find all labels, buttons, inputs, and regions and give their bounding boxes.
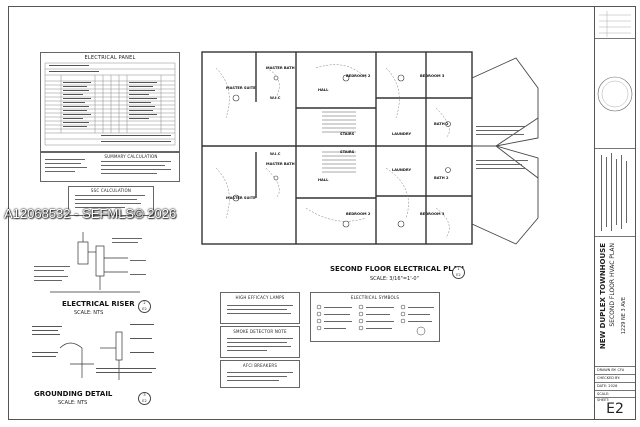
room-stairs-bottom: STAIRS: [340, 150, 355, 154]
ssc-calculation-box: SSC CALCULATION: [68, 186, 154, 216]
plan-detail-bubble: 1 E2: [452, 266, 465, 279]
room-master-suite-bottom: MASTER SUITE: [226, 196, 256, 200]
room-wic-top: W.I.C: [270, 96, 281, 100]
smoke-detector-title: SMOKE DETECTOR NOTE: [233, 329, 287, 334]
electrical-panel-title: ELECTRICAL PANEL: [84, 55, 136, 61]
electrical-symbols-box: ELECTRICAL SYMBOLS: [310, 292, 440, 342]
ssc-lines: [75, 195, 145, 208]
electrical-riser-scale: SCALE: NTS: [74, 310, 104, 316]
project-address: 1229 NE 3 AVE: [621, 297, 627, 335]
summary-calculation-box: SUMMARY CALCULATION: [40, 152, 180, 182]
plan-detail-number: 1: [457, 267, 460, 271]
sheet-field: SHEET: E2: [595, 398, 635, 419]
grounding-detail-scale: SCALE: NTS: [58, 400, 88, 406]
panel-grid: [44, 62, 176, 146]
sheet-description: SECOND FLOOR HVAC PLAN: [609, 243, 616, 327]
scale-field: SCALE:: [595, 391, 635, 398]
project-name: NEW DUPLEX TOWNHOUSE: [599, 243, 607, 350]
room-laundry-top: LAUNDRY: [392, 132, 412, 136]
drawn-by-text: DRAWN BY: CFA: [597, 368, 625, 372]
electrical-riser-title: ELECTRICAL RISER: [62, 300, 135, 308]
room-bedroom2-bottom: BEDROOM 2: [346, 212, 371, 216]
room-master-bath-bottom: MASTER BATH: [266, 162, 295, 166]
revision-grid: [599, 11, 631, 37]
grounding-detail-drawing: [32, 324, 156, 380]
plan-notes: [476, 126, 528, 169]
consultant-info: [595, 149, 635, 237]
room-stairs-top: STAIRS: [340, 132, 355, 136]
electrical-panel-schedule: ELECTRICAL PANEL: [40, 52, 180, 152]
plan-title: SECOND FLOOR ELECTRICAL PLAN: [330, 265, 464, 273]
grounding-detail-sheet: E2: [142, 398, 147, 403]
room-master-bath-top: MASTER BATH: [266, 66, 295, 70]
high-efficacy-lines: [227, 305, 293, 314]
mls-watermark: A12068532 - SEFMLS© 2026: [4, 206, 177, 221]
ssc-calculation-title: SSC CALCULATION: [90, 188, 132, 193]
smoke-detector-box: SMOKE DETECTOR NOTE: [220, 326, 300, 358]
riser-detail-number: 2: [143, 301, 146, 305]
afci-lines: [227, 372, 293, 381]
scale-text: SCALE:: [597, 392, 610, 396]
title-block: NEW DUPLEX TOWNHOUSE SECOND FLOOR HVAC P…: [594, 6, 636, 420]
room-bedroom3-bottom: BEDROOM 3: [420, 212, 445, 216]
summary-calculation-title: SUMMARY CALCULATION: [104, 154, 158, 159]
checked-by-text: CHECKED BY:: [597, 376, 621, 380]
plan-detail-sheet: E2: [456, 272, 461, 277]
room-bath2-bottom: BATH 2: [434, 176, 449, 180]
room-bedroom3-top: BEDROOM 3: [420, 74, 445, 78]
second-floor-plan: [201, 51, 539, 245]
grounding-detail-title: GROUNDING DETAIL: [34, 390, 113, 398]
engineer-seal-area: [595, 39, 635, 149]
sheet-label: SHEET:: [597, 398, 610, 402]
electrical-symbols-title: ELECTRICAL SYMBOLS: [350, 295, 400, 300]
room-master-suite-top: MASTER SUITE: [226, 86, 256, 90]
drawn-by: DRAWN BY: CFA: [595, 367, 635, 375]
grounding-detail-number: 3: [143, 393, 146, 397]
revision-box: [595, 7, 635, 39]
high-efficacy-title: HIGH EFFICACY LAMPS: [235, 295, 285, 300]
room-laundry-bottom: LAUNDRY: [392, 168, 412, 172]
room-bath2-top: BATH 2: [434, 122, 449, 126]
electrical-riser-drawing: [34, 232, 146, 293]
riser-detail-sheet: E2: [142, 306, 147, 311]
grounding-detail-bubble: 3 E2: [138, 392, 151, 405]
room-hall-bottom: HALL: [318, 178, 329, 182]
smoke-detector-lines: [227, 338, 293, 351]
room-hall-top: HALL: [318, 88, 329, 92]
project-title-area: NEW DUPLEX TOWNHOUSE SECOND FLOOR HVAC P…: [595, 237, 635, 367]
sheet-number: E2: [606, 401, 624, 417]
date-text: DATE: 2026: [597, 384, 618, 388]
plan-scale: SCALE: 3/16"=1'-0": [370, 276, 419, 282]
date-field: DATE: 2026: [595, 383, 635, 391]
checked-by: CHECKED BY:: [595, 375, 635, 383]
consultant-lines: [601, 153, 627, 231]
riser-detail-bubble: 2 E2: [138, 300, 151, 313]
symbols-legend: [316, 304, 434, 336]
summary-lines: [45, 159, 171, 174]
engineer-seal: [597, 76, 633, 112]
afci-title: AFCI BREAKERS: [242, 363, 278, 368]
high-efficacy-box: HIGH EFFICACY LAMPS: [220, 292, 300, 324]
room-bedroom2-top: BEDROOM 2: [346, 74, 371, 78]
room-wic-bottom: W.I.C: [270, 152, 281, 156]
afci-box: AFCI BREAKERS: [220, 360, 300, 388]
